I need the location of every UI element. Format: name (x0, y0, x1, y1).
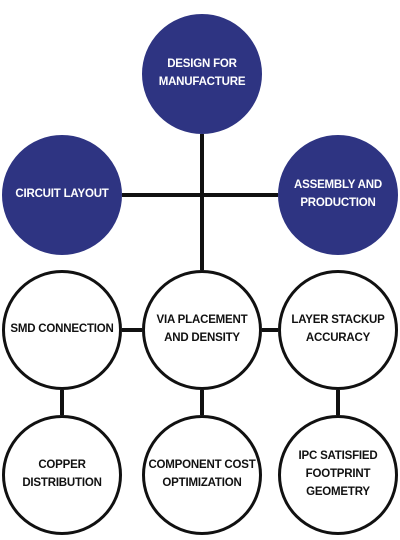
node-label: ASSEMBLY AND PRODUCTION (294, 179, 382, 209)
node-label: LAYER STACKUP ACCURACY (291, 314, 385, 344)
node-smd-connection: SMD CONNECTION (2, 270, 122, 390)
node-label: SMD CONNECTION (10, 323, 114, 336)
node-label: CIRCUIT LAYOUT (15, 188, 109, 201)
node-label: DESIGN FOR MANUFACTURE (158, 58, 246, 88)
node-label: IPC SATISFIED FOOTPRINT GEOMETRY (298, 450, 378, 498)
node-label: VIA PLACEMENT AND DENSITY (156, 314, 248, 344)
node-layer-stackup-accuracy: LAYER STACKUP ACCURACY (278, 270, 398, 390)
node-circuit-layout: CIRCUIT LAYOUT (2, 135, 122, 255)
node-assembly-and-production: ASSEMBLY AND PRODUCTION (278, 135, 398, 255)
node-label: COMPONENT COST OPTIMIZATION (148, 459, 256, 489)
node-via-placement-and-density: VIA PLACEMENT AND DENSITY (142, 270, 262, 390)
node-ipc-satisfied-footprint-geometry: IPC SATISFIED FOOTPRINT GEOMETRY (278, 415, 398, 535)
node-copper-distribution: COPPER DISTRIBUTION (2, 415, 122, 535)
node-label: COPPER DISTRIBUTION (22, 459, 102, 489)
node-component-cost-optimization: COMPONENT COST OPTIMIZATION (142, 415, 262, 535)
node-design-for-manufacture: DESIGN FOR MANUFACTURE (142, 14, 262, 134)
